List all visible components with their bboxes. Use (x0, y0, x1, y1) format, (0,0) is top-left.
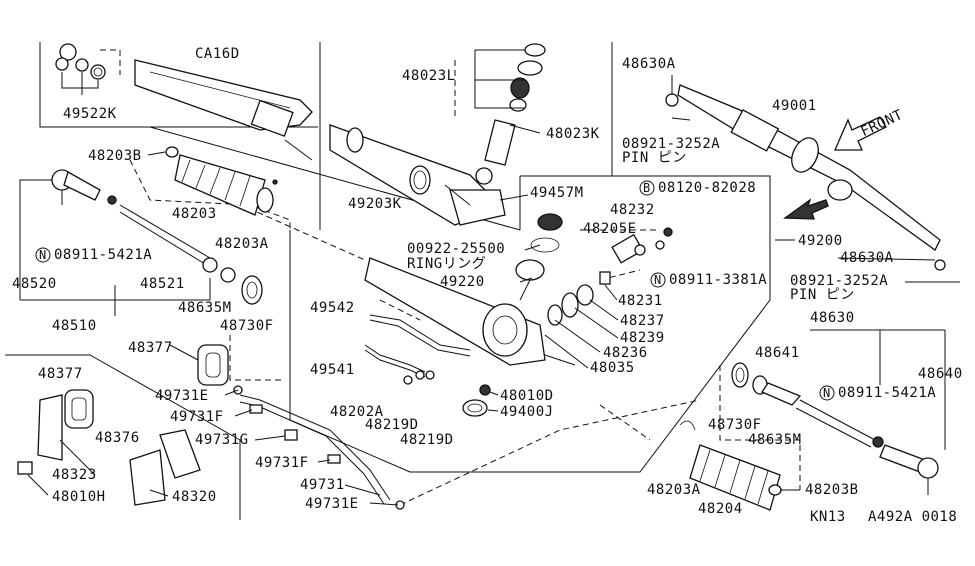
label-49457m: 49457M (530, 185, 584, 201)
label-48035: 48035 (590, 360, 635, 376)
label-48219d-b: 48219D (400, 432, 454, 448)
circled-n-left-marker (35, 247, 51, 263)
label-49731f-top: 49731F (170, 409, 224, 425)
label-08911-5421a-left: 08911-5421A (54, 247, 152, 263)
label-48377-left: 48377 (38, 366, 83, 382)
label-49203k: 49203K (348, 196, 402, 212)
label-48376: 48376 (95, 430, 140, 446)
label-49541: 49541 (310, 362, 355, 378)
label-48202a: 48202A (330, 404, 384, 420)
label-48377-mid: 48377 (128, 340, 173, 356)
label-49542: 49542 (310, 300, 355, 316)
label-08911-5421a-right: 08911-5421A (838, 385, 936, 401)
label-pin-right: PIN ピン (790, 287, 855, 303)
label-49400j: 49400J (500, 404, 554, 420)
label-48730f-right: 48730F (708, 417, 762, 433)
circled-n-right-letter: N (823, 386, 830, 400)
label-48730f-left: 48730F (220, 318, 274, 334)
label-49220: 49220 (440, 274, 485, 290)
clamp-parts-drawing (17, 389, 201, 506)
label-48630a-top: 48630A (622, 56, 676, 72)
label-48205e: 48205E (583, 221, 637, 237)
label-49731e-top: 49731E (155, 388, 209, 404)
label-48630a-right: 48630A (840, 250, 894, 266)
label-48203: 48203 (172, 206, 217, 222)
label-49731e-bottom: 49731E (305, 496, 359, 512)
down-left-arrow-icon (783, 198, 829, 220)
label-pin-top: PIN ピン (622, 150, 687, 166)
label-ca16d: CA16D (195, 46, 240, 62)
label-49001: 49001 (772, 98, 817, 114)
label-08921-right: 08921-3252A (790, 273, 888, 289)
label-08921-top: 08921-3252A (622, 136, 720, 152)
circled-n-mid-letter: N (654, 273, 661, 287)
left-tie-rod-drawing (51, 146, 278, 305)
label-08911-3381a: 08911-3381A (669, 272, 767, 288)
label-48323: 48323 (52, 467, 97, 483)
label-48520: 48520 (12, 276, 57, 292)
label-48204: 48204 (698, 501, 743, 517)
label-48010h: 48010H (52, 489, 106, 505)
label-ring: RINGリング (407, 256, 486, 272)
circled-n-mid-marker (650, 272, 666, 288)
parts-48023-drawing (474, 43, 546, 166)
right-tie-rod-drawing (679, 362, 939, 511)
label-48203a-left: 48203A (215, 236, 269, 252)
label-kn13: KN13 (810, 509, 846, 525)
label-48641: 48641 (755, 345, 800, 361)
label-48232: 48232 (610, 202, 655, 218)
label-48239: 48239 (620, 330, 665, 346)
label-48635m-right: 48635M (748, 432, 802, 448)
label-48203b-left: 48203B (88, 148, 142, 164)
label-48219d-a: 48219D (365, 417, 419, 433)
label-48320: 48320 (172, 489, 217, 505)
label-front: FRONT (858, 107, 905, 140)
rack-49203k-drawing (329, 124, 506, 226)
label-48521: 48521 (140, 276, 185, 292)
central-assembly-drawing (364, 213, 673, 417)
ca16d-rack-drawing (55, 43, 313, 161)
label-48635m-left: 48635M (178, 300, 232, 316)
label-48023k: 48023K (546, 126, 600, 142)
part-48377-mid-drawing (197, 344, 229, 386)
label-48203a-right: 48203A (647, 482, 701, 498)
label-49200: 49200 (798, 233, 843, 249)
label-49731: 49731 (300, 477, 345, 493)
label-48236: 48236 (603, 345, 648, 361)
label-48023l: 48023L (402, 68, 456, 84)
front-arrow-icon (834, 116, 887, 151)
label-48640: 48640 (918, 366, 963, 382)
circled-b-marker (639, 180, 655, 196)
label-diagram-code: A492A 0018 (868, 509, 957, 525)
label-08120: 08120-82028 (658, 180, 756, 196)
label-48630: 48630 (810, 310, 855, 326)
circled-n-left-letter: N (39, 248, 46, 262)
part-labels: CA16D 49522K 48023L 48023K 48630A 08921-… (12, 46, 963, 525)
label-48010d: 48010D (500, 388, 554, 404)
label-00922: 00922-25500 (407, 241, 505, 257)
label-48510: 48510 (52, 318, 97, 334)
label-48203b-right: 48203B (805, 482, 859, 498)
label-49731f-bottom: 49731F (255, 455, 309, 471)
label-48231: 48231 (618, 293, 663, 309)
circled-n-right-marker (819, 385, 835, 401)
stabilizer-bar-drawing (233, 385, 405, 510)
label-48237: 48237 (620, 313, 665, 329)
direction-arrows (783, 116, 887, 220)
circled-b-letter: B (643, 181, 650, 195)
label-leaders (27, 75, 936, 506)
label-49731g: 49731G (195, 432, 249, 448)
label-49522k: 49522K (63, 106, 117, 122)
